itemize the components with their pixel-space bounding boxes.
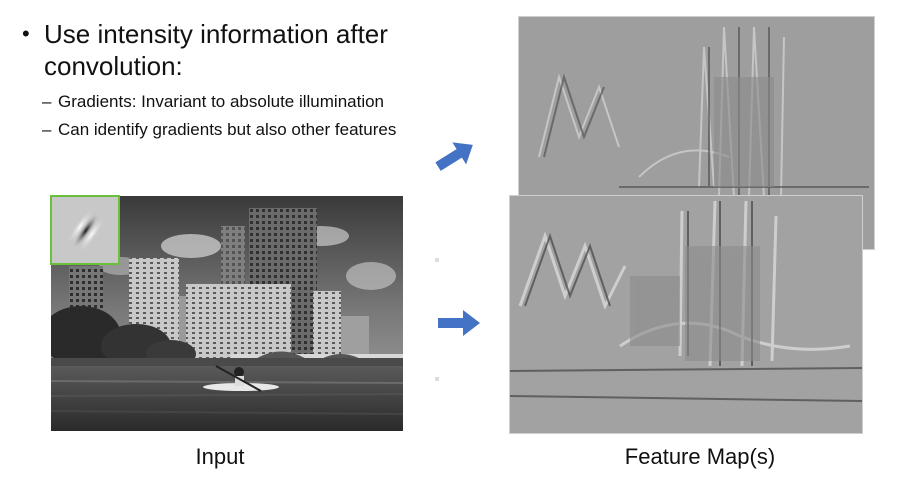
sub-bullet: – Gradients: Invariant to absolute illum… <box>42 91 492 113</box>
bullet-dot: • <box>22 21 30 46</box>
right-arrow-icon <box>435 142 473 171</box>
feature-map-image <box>510 196 862 433</box>
right-arrow-icon <box>438 310 480 336</box>
sub-bullet: – Can identify gradients but also other … <box>42 119 492 141</box>
sub-bullet-dash: – <box>42 120 52 139</box>
slide-dot <box>435 377 439 381</box>
sub-bullet-dash: – <box>42 92 52 111</box>
filter-kernel-image <box>50 195 120 265</box>
feature-map-caption: Feature Map(s) <box>624 444 776 469</box>
slide-dot <box>435 258 439 262</box>
input-caption: Input <box>195 444 245 469</box>
sub-bullet-text: Gradients: Invariant to absolute illumin… <box>58 92 385 111</box>
main-bullet: • Use intensity information after convol… <box>22 18 492 82</box>
main-bullet-text: Use intensity information after convolut… <box>44 19 388 81</box>
sub-bullet-text: Can identify gradients but also other fe… <box>58 120 397 139</box>
